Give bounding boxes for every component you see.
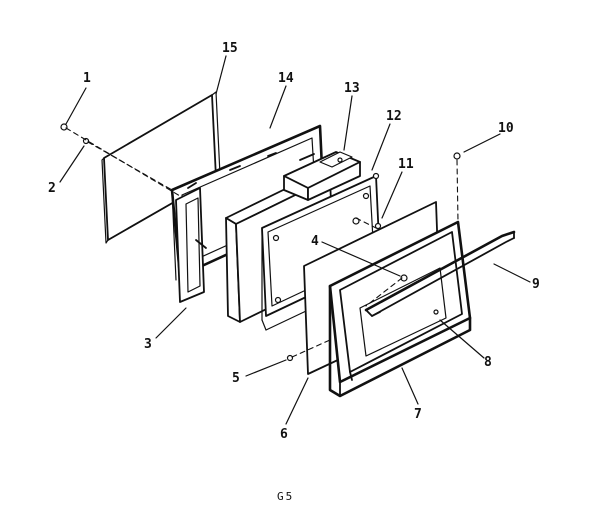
callout-15: 15 — [222, 41, 238, 56]
callout-8: 8 — [484, 355, 492, 370]
part-7-front-frame — [328, 220, 472, 398]
callout-labels: 1 2 3 4 5 6 7 8 9 10 11 12 13 14 15 — [48, 41, 540, 442]
callout-13: 13 — [344, 81, 360, 96]
callout-12: 12 — [386, 109, 402, 124]
callout-3: 3 — [144, 337, 152, 352]
callout-10: 10 — [498, 121, 514, 136]
part-9-handle — [364, 230, 516, 317]
callout-14: 14 — [278, 71, 294, 86]
callout-11: 11 — [398, 157, 414, 172]
part-14-door-liner — [170, 124, 326, 303]
leader-lines — [59, 55, 531, 425]
page-code: G5 — [277, 490, 294, 503]
part-13-latch — [283, 151, 361, 201]
callout-6: 6 — [280, 427, 288, 442]
part-15-inner-panel — [101, 91, 221, 244]
callout-7: 7 — [414, 407, 422, 422]
callout-4: 4 — [311, 234, 319, 249]
callout-1: 1 — [83, 71, 91, 86]
alignment-lines — [65, 127, 459, 358]
callout-9: 9 — [532, 277, 540, 292]
callout-5: 5 — [232, 371, 240, 386]
callout-2: 2 — [48, 181, 56, 196]
screw-hardware — [60, 123, 461, 362]
